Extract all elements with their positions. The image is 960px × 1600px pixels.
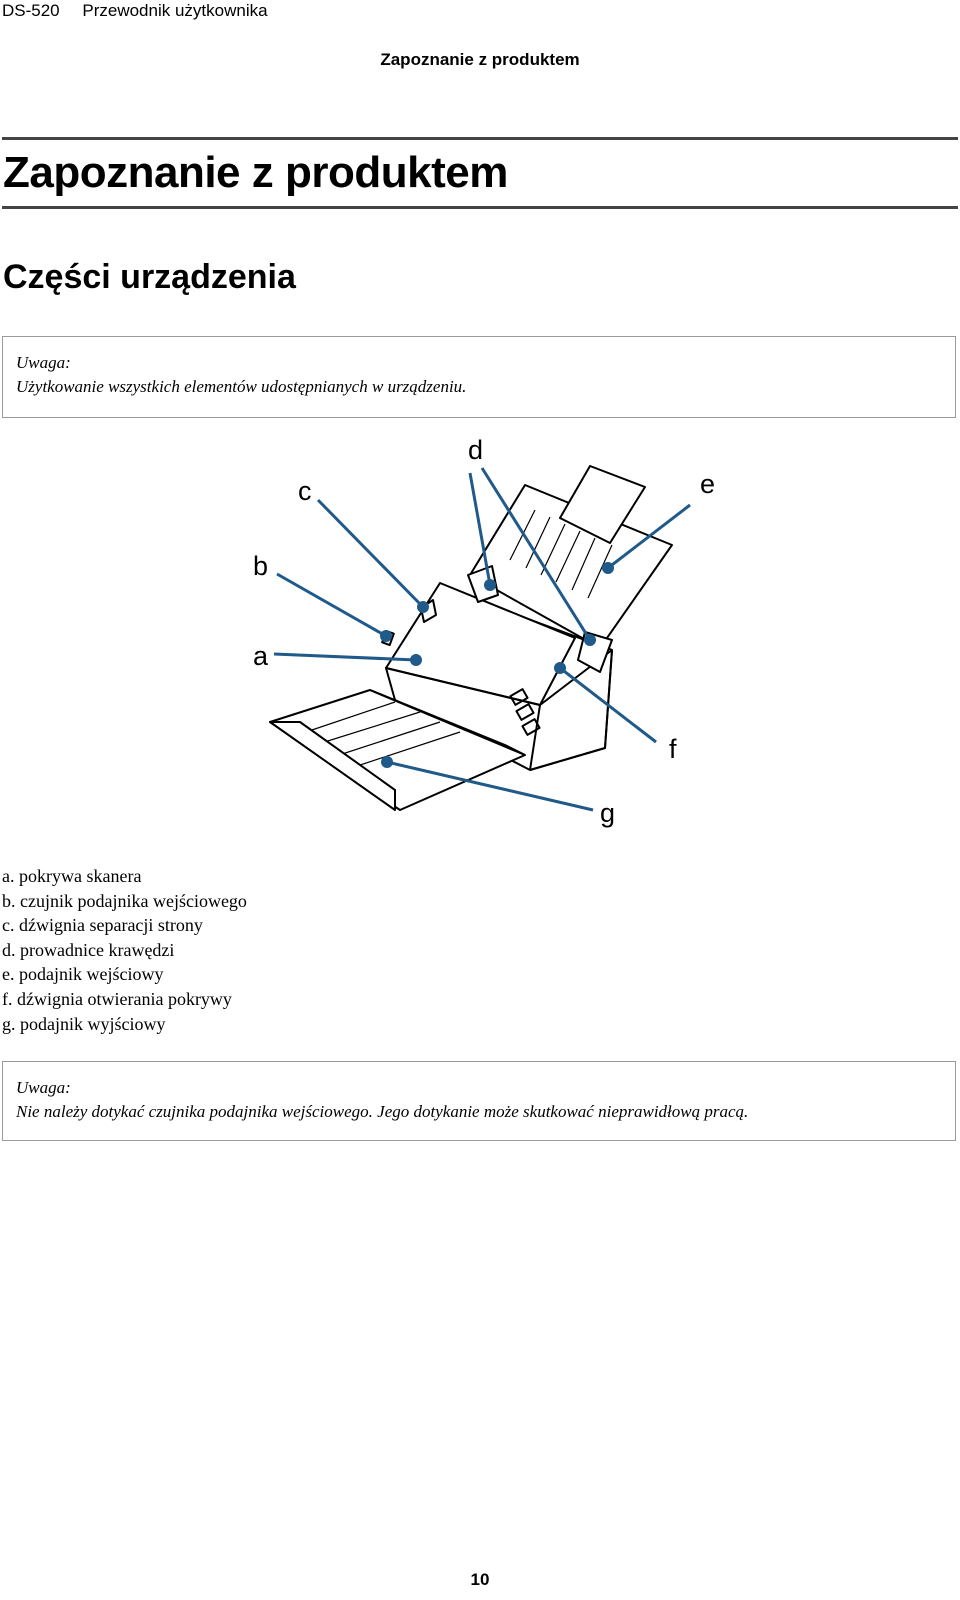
product-model: DS-520 <box>2 1 60 20</box>
page-header: DS-520 Przewodnik użytkownika <box>2 0 268 24</box>
callout-e: e <box>700 469 715 499</box>
parts-list-item: b. czujnik podajnika wejściowego <box>2 890 247 911</box>
chapter-rule-top <box>2 137 958 140</box>
callout-d: d <box>468 435 483 465</box>
chapter-title: Zapoznanie z produktem <box>3 148 508 197</box>
note-text: Użytkowanie wszystkich elementów udostęp… <box>16 377 467 396</box>
scanner-diagram: a b c d e f g <box>0 428 960 848</box>
guide-title: Przewodnik użytkownika <box>82 1 268 20</box>
parts-list-item: a. pokrywa skanera <box>2 866 142 886</box>
parts-list-item: f. dźwignia otwierania pokrywy <box>2 988 232 1009</box>
warning-note-box: Uwaga: Nie należy dotykać czujnika podaj… <box>2 1061 956 1141</box>
chapter-rule-bottom <box>2 206 958 209</box>
tray-extension-drawing <box>559 465 646 544</box>
running-section-title: Zapoznanie z produktem <box>380 50 580 69</box>
parts-list-item: d. prowadnice krawędzi <box>2 939 175 960</box>
note-box: Uwaga: Użytkowanie wszystkich elementów … <box>2 336 956 418</box>
callout-c: c <box>298 476 312 506</box>
parts-list: a. pokrywa skanera b. czujnik podajnika … <box>2 864 247 1036</box>
callout-f: f <box>669 734 677 764</box>
section-title: Części urządzenia <box>3 258 296 296</box>
note-label: Uwaga: <box>16 1078 71 1097</box>
parts-list-item: g. podajnik wyjściowy <box>2 1013 166 1034</box>
page-number: 10 <box>470 1570 490 1589</box>
note-text: Nie należy dotykać czujnika podajnika we… <box>16 1102 749 1121</box>
parts-list-item: e. podajnik wejściowy <box>2 964 164 985</box>
parts-list-item: c. dźwignia separacji strony <box>2 915 203 936</box>
note-label: Uwaga: <box>16 353 71 372</box>
callout-a: a <box>253 641 269 671</box>
callout-b: b <box>253 551 268 581</box>
left-edge-guide-drawing <box>467 565 499 603</box>
callout-g: g <box>600 798 615 828</box>
